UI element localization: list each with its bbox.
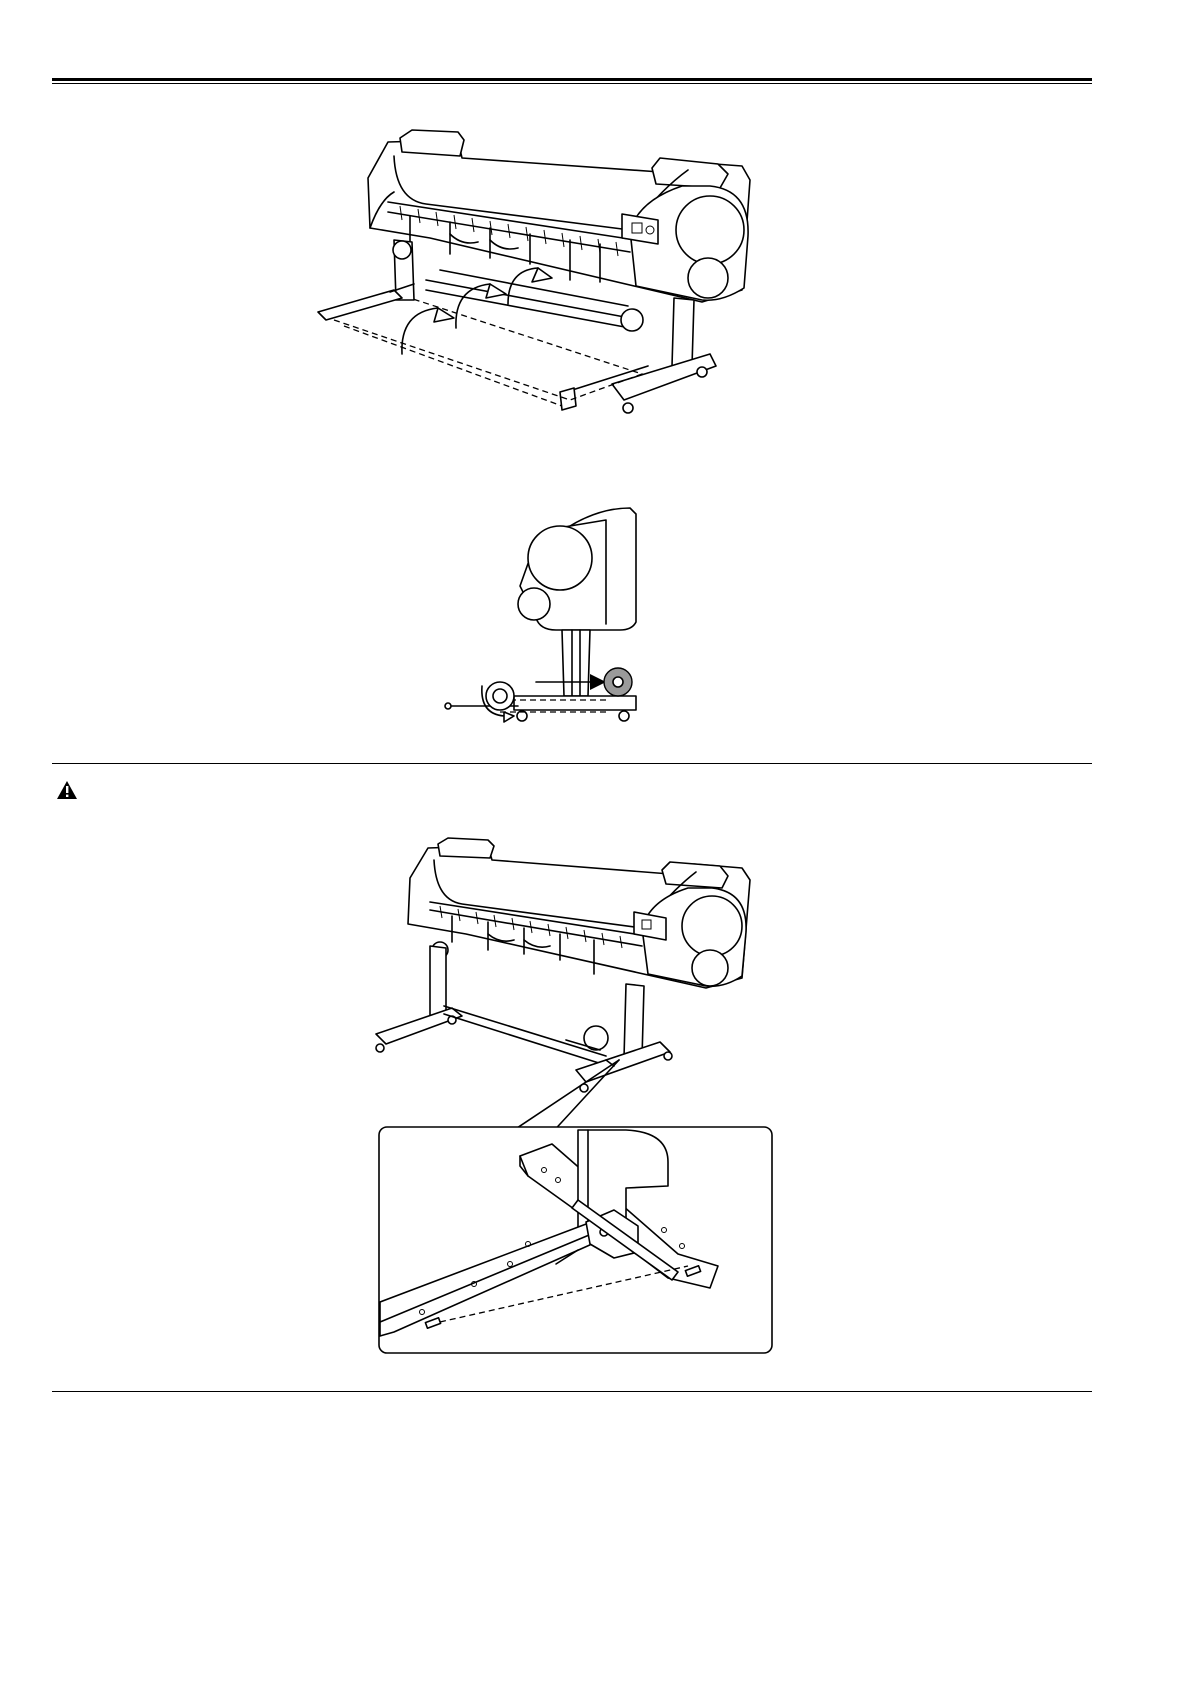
printer-roll-unit-side-illustration [460,500,690,740]
header-rule [52,78,1092,84]
footer-rule [52,1391,1092,1392]
warning-triangle-icon [56,780,78,800]
printer-roll-unit-front-illustration [330,130,810,460]
section-separator [52,763,1092,764]
stand-foot-detail-illustration [378,1126,773,1354]
